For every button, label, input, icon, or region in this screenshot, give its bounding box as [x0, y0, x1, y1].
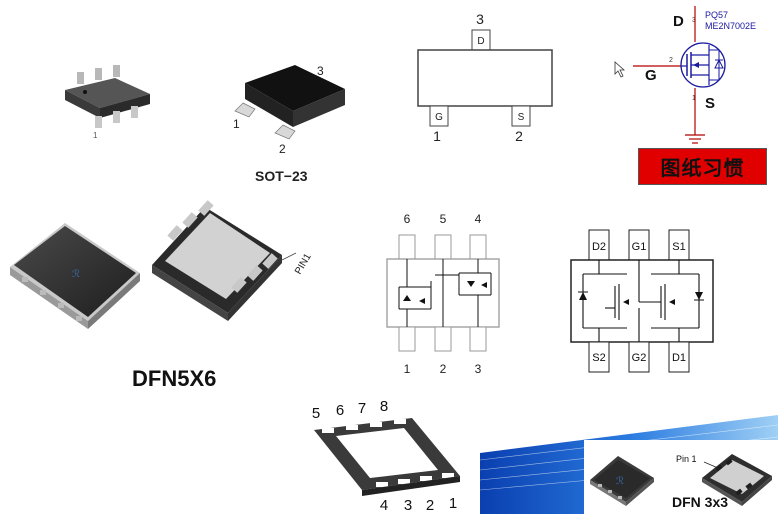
sot6-schematic: 6 5 4 1 2 3 — [386, 212, 500, 376]
sot23-outline-num2: 2 — [515, 128, 523, 144]
mosfet-pin-g: 2 — [669, 57, 673, 64]
sot23-caption: SOT−23 — [255, 168, 308, 184]
dual-bottom-pin-2: G2 — [632, 352, 647, 364]
sot23-outline-drawing: 3 D G S 1 2 — [417, 11, 553, 144]
dual-bottom-pin-1: S2 — [592, 352, 605, 364]
sot6-top-pin-6: 6 — [404, 212, 411, 226]
drawing-habit-text: 图纸习惯 — [660, 156, 745, 180]
dfn-bottom-pin-1: 1 — [449, 495, 457, 512]
dfn3x3-caption: DFN 3x3 — [672, 494, 729, 510]
mouse-cursor-icon — [614, 61, 626, 78]
dfn3x3-pin1-label: Pin 1 — [676, 454, 697, 464]
dual-bottom-pin-3: D1 — [672, 352, 686, 364]
mosfet-pin-d: 3 — [692, 17, 696, 24]
dfn5x6-package-image: ℛ PIN1 — [10, 200, 314, 329]
dual-top-pin-3: S1 — [672, 241, 685, 253]
sot23-package-image: 3 1 2 — [233, 64, 345, 156]
dfn-top-pin-8: 8 — [380, 398, 388, 415]
dfn3x3-package-image: ℛ Pin 1 — [590, 454, 772, 506]
sot23-outline-s-pad: S — [518, 112, 525, 123]
sot23-outline-g-pad: G — [435, 112, 443, 123]
dual-top-pin-2: G1 — [632, 241, 647, 253]
dfn5x6-pin1-label: PIN1 — [293, 251, 314, 276]
sot6-bottom-pin-2: 2 — [440, 362, 447, 376]
sot363-pin1-label: 1 — [93, 131, 98, 140]
sot23-outline-num1: 1 — [433, 128, 441, 144]
sot363-package-image: 1 — [65, 65, 150, 140]
dfn5x6-logo-icon: ℛ — [72, 269, 80, 280]
dual-mosfet-schematic: D2 G1 S1 S2 G2 D1 — [570, 229, 714, 373]
sot6-bottom-pin-1: 1 — [404, 362, 411, 376]
sot23-pin2-label: 2 — [279, 142, 286, 156]
dfn3x3-logo-icon: ℛ — [616, 476, 624, 487]
mosfet-source-label: S — [705, 95, 715, 112]
drawing-habit-banner: 图纸习惯 — [638, 148, 767, 185]
dfn-bottom-pin-4: 4 — [380, 497, 388, 514]
sot23-outline-d-pad: D — [477, 36, 484, 47]
dfn-bottom-pin-2: 2 — [426, 497, 434, 514]
dual-top-pin-1: D2 — [592, 241, 606, 253]
dfn-outline-drawing: 5 6 7 8 4 3 2 1 — [312, 398, 460, 514]
dfn-top-pin-6: 6 — [336, 402, 344, 419]
mosfet-schematic: D PQ57 ME2N7002E 3 2 1 G S — [614, 6, 756, 144]
mosfet-pin-s: 1 — [692, 95, 696, 102]
mosfet-ref: PQ57 — [705, 10, 728, 20]
sot6-top-pin-5: 5 — [440, 212, 447, 226]
sot23-pin1-label: 1 — [233, 117, 240, 131]
dfn-top-pin-5: 5 — [312, 405, 320, 422]
sot6-bottom-pin-3: 3 — [475, 362, 482, 376]
mosfet-part: ME2N7002E — [705, 21, 756, 31]
dfn-bottom-pin-3: 3 — [404, 497, 412, 514]
sot23-outline-top-num: 3 — [476, 11, 484, 27]
sot6-top-pin-4: 4 — [475, 212, 482, 226]
mosfet-drain-label: D — [673, 13, 684, 30]
mosfet-gate-label: G — [645, 67, 657, 84]
dfn5x6-caption: DFN5X6 — [132, 366, 217, 391]
dfn-top-pin-7: 7 — [358, 400, 366, 417]
sot23-pin3-label: 3 — [317, 64, 324, 78]
